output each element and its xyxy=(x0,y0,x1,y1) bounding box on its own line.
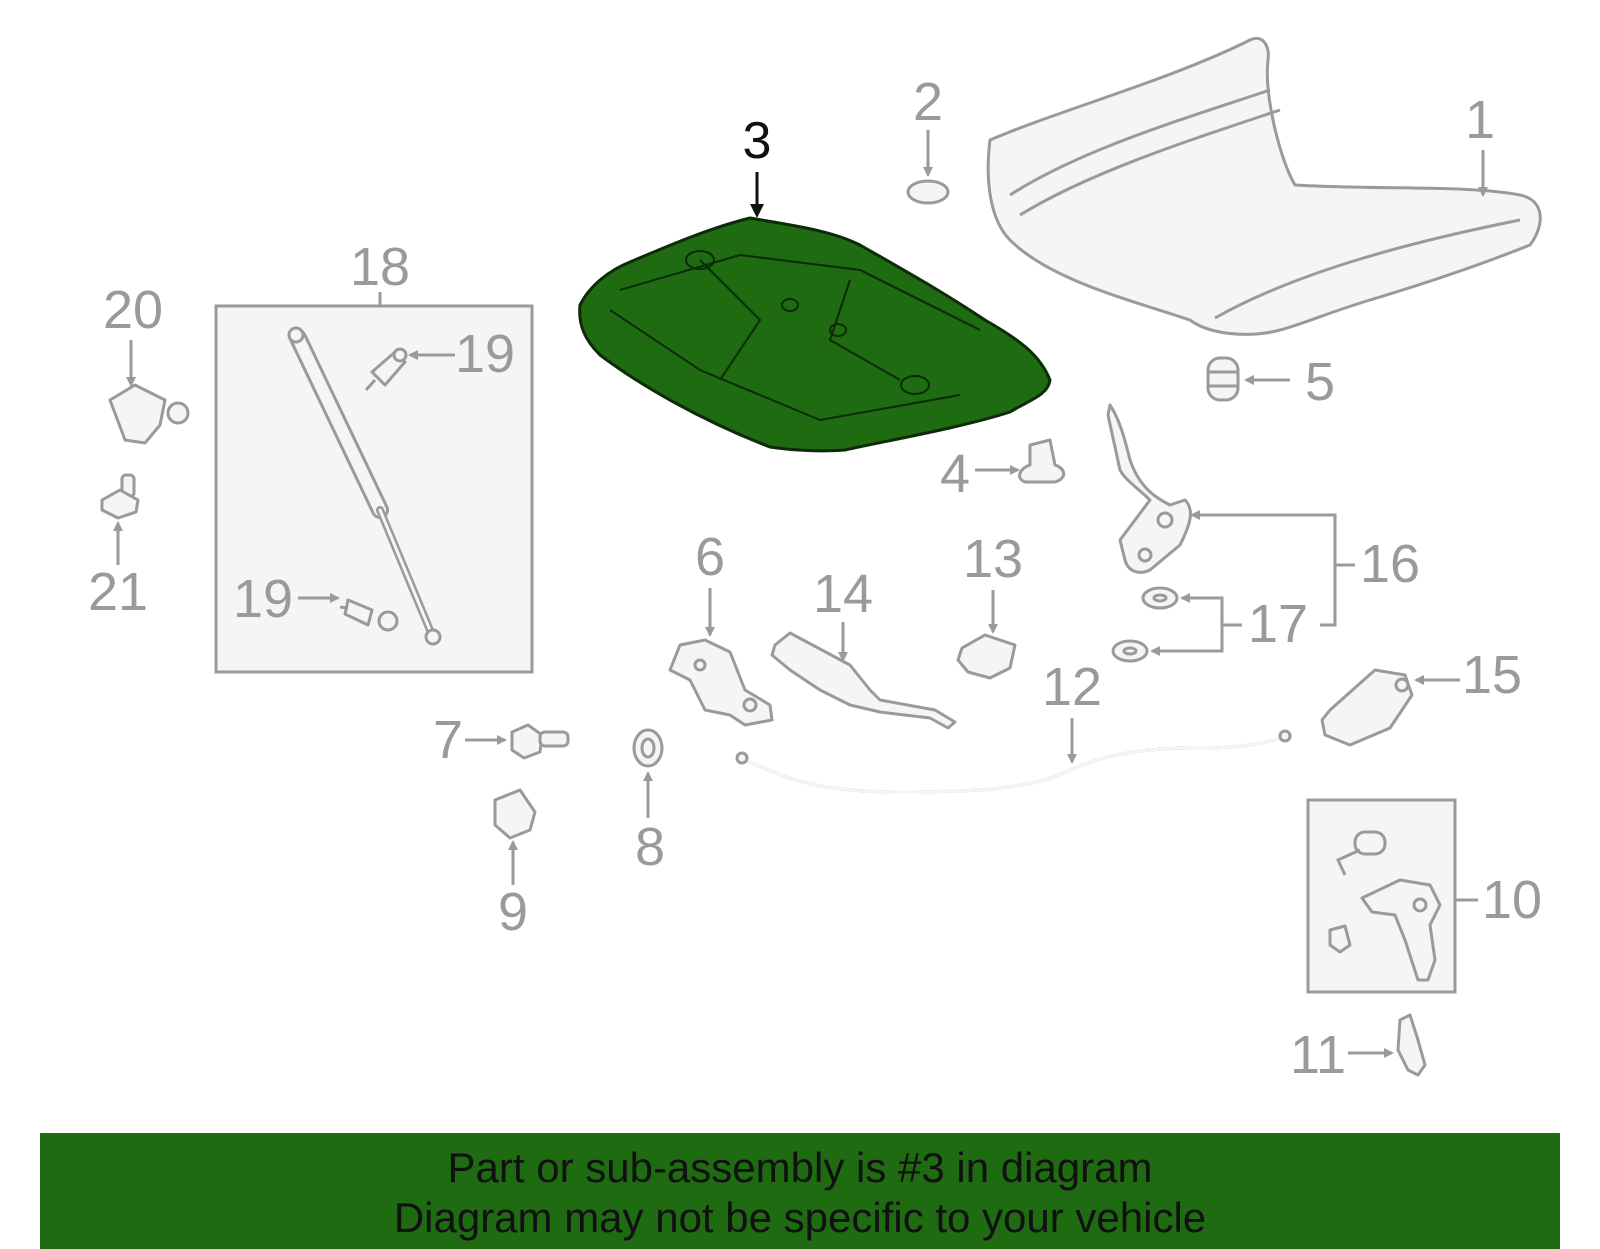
bracket-part-20[interactable] xyxy=(108,383,190,445)
callout-9: 9 xyxy=(498,882,528,942)
callout-4: 4 xyxy=(940,444,970,504)
bolt-part-7[interactable] xyxy=(510,723,570,760)
callout-16: 16 xyxy=(1360,534,1420,594)
callout-18: 18 xyxy=(350,237,410,297)
lock-bracket-part-6[interactable] xyxy=(668,638,774,727)
callout-14: 14 xyxy=(813,564,873,624)
callout-8: 8 xyxy=(635,817,665,877)
info-banner: Part or sub-assembly is #3 in diagram Di… xyxy=(40,1133,1560,1249)
callout-10: 10 xyxy=(1482,870,1542,930)
release-handle-part-15[interactable] xyxy=(1320,668,1414,747)
hood-part-1[interactable] xyxy=(986,36,1542,336)
banner-line-1: Part or sub-assembly is #3 in diagram xyxy=(447,1144,1153,1191)
banner-line-2: Diagram may not be specific to your vehi… xyxy=(393,1194,1207,1241)
seal-part-8[interactable] xyxy=(632,728,664,768)
bumper-part-5[interactable] xyxy=(1206,356,1240,402)
washers-part-17[interactable] xyxy=(1111,586,1179,663)
callout-19-upper: 19 xyxy=(455,324,515,384)
leader-17b xyxy=(1150,625,1224,656)
callout-5: 5 xyxy=(1305,352,1335,412)
hood-support-strut[interactable] xyxy=(287,326,442,646)
release-lever-part-14[interactable] xyxy=(770,631,957,730)
leader-17a xyxy=(1180,593,1242,627)
callout-11: 11 xyxy=(1290,1025,1346,1085)
callout-21: 21 xyxy=(88,562,148,622)
ball-stud-part-19-upper[interactable] xyxy=(364,347,408,392)
latch-assembly[interactable] xyxy=(1328,830,1442,982)
callout-19-lower: 19 xyxy=(233,569,293,629)
bolt-part-21[interactable] xyxy=(100,473,140,520)
release-cable-part-12[interactable] xyxy=(735,729,1292,794)
callout-13: 13 xyxy=(963,529,1023,589)
leader-16b xyxy=(1320,565,1337,627)
leader-16a xyxy=(1190,510,1355,567)
hood-insulator-part-3[interactable] xyxy=(578,216,1052,453)
hinge-part-16[interactable] xyxy=(1106,403,1192,574)
callout-12: 12 xyxy=(1042,657,1102,717)
cap-part-9[interactable] xyxy=(493,788,537,840)
bracket-part-11[interactable] xyxy=(1396,1013,1427,1077)
callout-20: 20 xyxy=(103,280,163,340)
grommet-part-2[interactable] xyxy=(906,179,950,205)
callout-6: 6 xyxy=(695,527,725,587)
clip-part-4[interactable] xyxy=(1018,438,1066,484)
callout-17: 17 xyxy=(1248,594,1308,654)
callout-7: 7 xyxy=(433,710,463,770)
parts-diagram: 1 2 3 4 5 16 17 xyxy=(88,36,1542,1085)
callout-15: 15 xyxy=(1462,645,1522,705)
guide-part-13[interactable] xyxy=(956,633,1017,680)
ball-stud-part-19-lower[interactable] xyxy=(339,598,399,632)
callout-1: 1 xyxy=(1465,90,1495,150)
callout-2: 2 xyxy=(913,72,943,132)
callout-3: 3 xyxy=(743,112,772,170)
